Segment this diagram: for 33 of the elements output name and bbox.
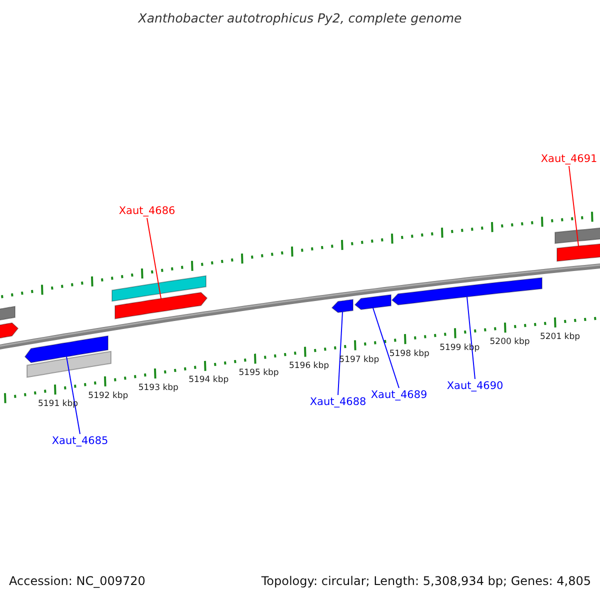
scale-label: 5196 kbp (288, 361, 330, 372)
leader-line (568, 166, 579, 247)
leader-line (66, 356, 80, 434)
scale-label: 5201 kbp (540, 332, 580, 342)
leader-line (146, 218, 162, 300)
gene-feature (331, 298, 354, 314)
gene-label: Xaut_4688 (310, 396, 366, 408)
gene-feature (26, 350, 112, 378)
gene-feature (114, 292, 208, 320)
gene-label: Xaut_4685 (52, 435, 108, 447)
gene-feature (24, 335, 108, 364)
gene-label: Xaut_4690 (446, 380, 504, 392)
gene-feature (554, 226, 600, 244)
gene-feature (391, 277, 542, 306)
scale-label: 5192 kbp (88, 390, 128, 401)
gene-label: Xaut_4691 (540, 153, 598, 165)
title: Xanthobacter autotrophicus Py2, complete genome (138, 10, 462, 26)
gene-feature (556, 242, 600, 262)
gene-feature (0, 306, 16, 322)
gene-label: Xaut_4689 (370, 389, 428, 401)
gene-feature (0, 322, 19, 340)
gene-label: Xaut_4686 (118, 205, 176, 217)
footer-text: Accession: NC_009720 (9, 574, 146, 588)
scale-label: 5195 kbp (238, 368, 279, 378)
gene-feature (112, 275, 206, 302)
footer-text: Topology: circular; Length: 5,308,934 bp; Genes: 4,805 (261, 574, 591, 588)
gene-feature (354, 294, 392, 310)
scale-label: 5193 kbp (138, 382, 178, 393)
scale-label: 5194 kbp (188, 375, 229, 386)
leader-line (372, 308, 400, 388)
leader-line (338, 311, 343, 396)
scale-label: 5200 kbp (490, 337, 530, 348)
scale-label: 5198 kbp (389, 348, 430, 359)
